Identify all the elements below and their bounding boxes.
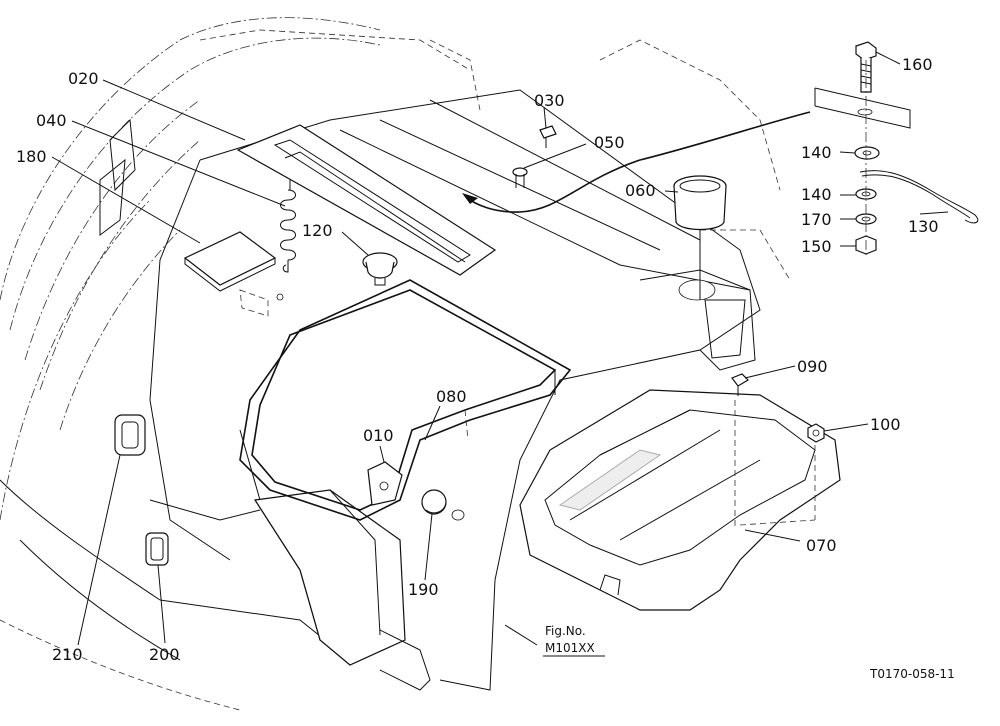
grommet-200 [145,532,169,566]
label-200: 200 [149,645,180,664]
bolt-160 [855,41,877,93]
cup-060 [673,175,727,300]
label-180: 180 [16,147,47,166]
label-060: 060 [625,181,656,200]
plug-190 [421,489,465,521]
bolt-030 [539,125,557,148]
label-130: 130 [908,217,939,236]
pin-050 [512,167,528,188]
mount-plate [814,87,911,129]
label-140a: 140 [801,143,832,162]
label-140b: 140 [801,185,832,204]
cable-130 [859,170,979,224]
label-030: 030 [534,91,565,110]
label-120: 120 [302,221,333,240]
fig-ref-line2: M101XX [545,641,595,655]
part-labels: 020 040 180 120 030 050 060 160 140 140 … [16,55,939,664]
label-090: 090 [797,357,828,376]
label-210: 210 [52,645,83,664]
console-box [253,489,431,691]
label-070: 070 [806,536,837,555]
grommet-210 [114,414,146,456]
label-170: 170 [801,210,832,229]
bolt-090 [731,373,749,396]
label-020: 020 [68,69,99,88]
label-100: 100 [870,415,901,434]
label-190: 190 [408,580,439,599]
label-150: 150 [801,237,832,256]
fig-ref-line1: Fig.No. [545,624,586,638]
plate-020 [236,124,497,276]
floor-deck [0,89,761,711]
label-160: 160 [902,55,933,74]
label-080: 080 [436,387,467,406]
knob-120 [362,252,398,286]
frame-seal-080 [239,279,572,521]
seat-pan-070 [519,389,841,611]
assembly-arrow [462,111,811,213]
leader-lines [51,51,949,646]
label-010: 010 [363,426,394,445]
washer-140a [854,146,880,160]
fender-outline [0,17,791,521]
figure-reference: Fig.No. M101XX [543,624,605,657]
spring-040 [280,180,296,273]
label-040: 040 [36,111,67,130]
bracket-010 [367,461,403,506]
drawing-code: T0170-058-11 [869,667,955,681]
nut-100 [807,423,825,443]
label-050: 050 [594,133,625,152]
pad-180 [183,231,284,317]
